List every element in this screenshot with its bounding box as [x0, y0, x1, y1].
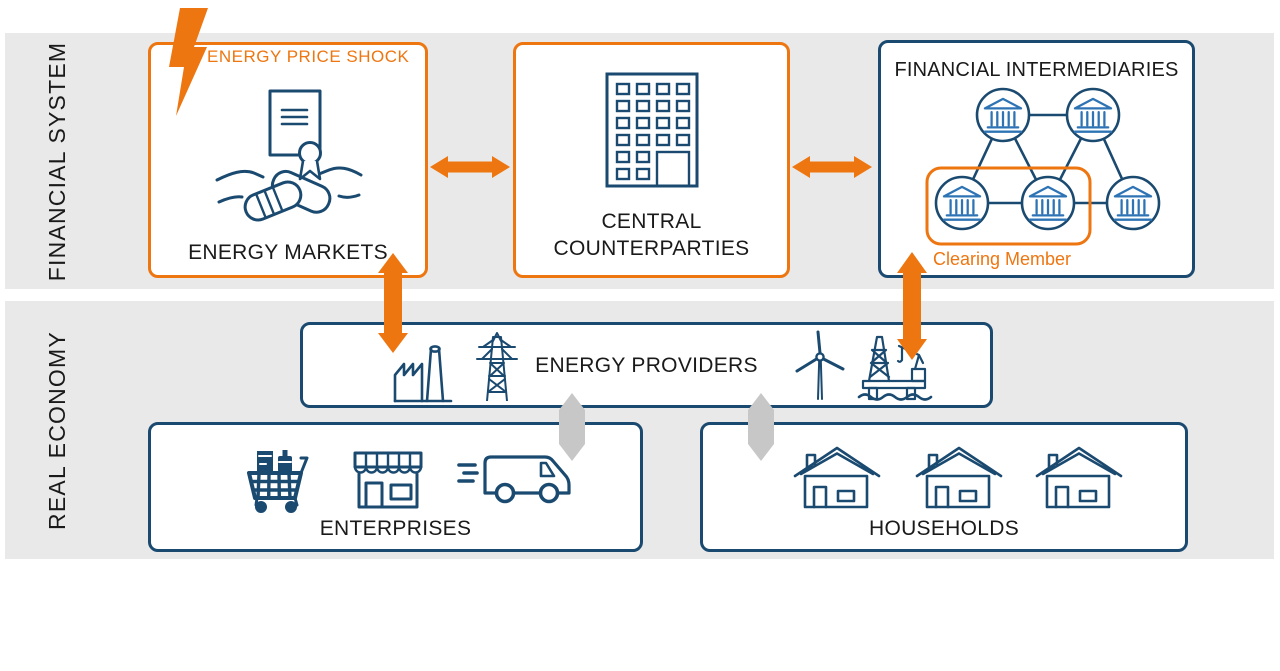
- energy-providers-label: ENERGY PROVIDERS: [535, 354, 758, 377]
- office-building-icon: [605, 72, 699, 188]
- bank-network-icon: [925, 87, 1161, 246]
- financial-system-label-wrap: FINANCIAL SYSTEM: [5, 33, 110, 289]
- financial-intermediaries-label: FINANCIAL INTERMEDIARIES: [894, 59, 1179, 81]
- households-box: HOUSEHOLDS: [700, 422, 1188, 552]
- arrow-energy-markets-energy-providers: [378, 253, 408, 353]
- energy-price-shock-label: ENERGY PRICE SHOCK: [207, 47, 410, 66]
- ccp-label-line1: CENTRAL: [601, 210, 702, 234]
- central-counterparties-box: CENTRAL COUNTERPARTIES: [513, 42, 790, 278]
- financial-intermediaries-box: FINANCIAL INTERMEDIARIES: [878, 40, 1195, 278]
- ccp-label-line2: COUNTERPARTIES: [553, 237, 750, 261]
- clearing-member-outline: [925, 166, 1092, 246]
- energy-markets-label: ENERGY MARKETS: [188, 241, 388, 264]
- arrow-energy-providers-enterprises: [559, 393, 585, 461]
- energy-providers-box: ENERGY PROVIDERS: [300, 322, 993, 408]
- store-icon: [353, 451, 423, 509]
- energy-markets-box: ENERGY MARKETS: [148, 42, 428, 278]
- lightning-bolt-icon: [169, 8, 208, 116]
- shopping-cart-icon: [247, 450, 309, 513]
- arrow-energy-providers-households: [748, 393, 774, 461]
- arrow-central-counterparties-financial-intermediaries: [792, 156, 872, 178]
- delivery-truck-icon: [457, 455, 571, 504]
- contract-handshake-icon: [215, 89, 363, 222]
- central-counterparties-label: CENTRAL COUNTERPARTIES: [516, 209, 787, 263]
- house-icon: [793, 446, 881, 509]
- house-icon: [1035, 446, 1123, 509]
- arrow-financial-intermediaries-energy-providers: [897, 252, 927, 360]
- wind-turbine-icon: [795, 330, 845, 400]
- transmission-tower-icon: [476, 332, 518, 401]
- real-economy-label: REAL ECONOMY: [44, 330, 70, 530]
- real-economy-label-wrap: REAL ECONOMY: [5, 301, 110, 559]
- financial-system-label: FINANCIAL SYSTEM: [44, 41, 71, 281]
- house-icon: [915, 446, 1003, 509]
- arrow-energy-markets-central-counterparties: [430, 156, 510, 178]
- households-label: HOUSEHOLDS: [868, 517, 1020, 540]
- oil-rig-icon: [857, 335, 933, 401]
- clearing-member-label: Clearing Member: [933, 249, 1072, 269]
- factory-icon: [393, 345, 453, 403]
- enterprises-label: ENTERPRISES: [319, 517, 472, 540]
